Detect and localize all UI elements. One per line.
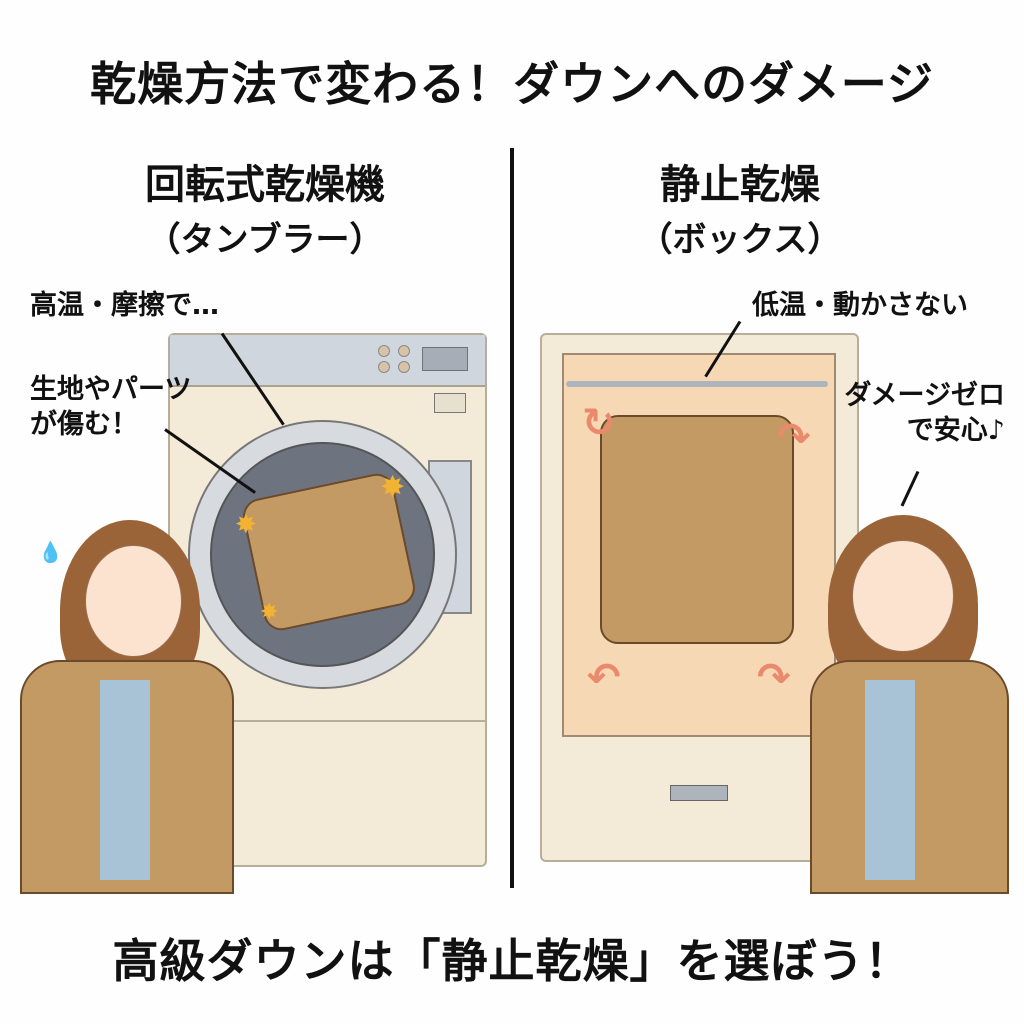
display-panel bbox=[422, 347, 468, 371]
spark-icon: ✸ bbox=[235, 510, 257, 540]
drawer-handle bbox=[670, 785, 728, 801]
dial-icon bbox=[378, 361, 390, 373]
face bbox=[852, 540, 954, 652]
left-callout-damage: 生地やパーツ が傷む！ bbox=[30, 372, 191, 442]
callout-pointer bbox=[900, 470, 920, 507]
callout-line: が傷む！ bbox=[30, 409, 138, 441]
drawer-line bbox=[170, 720, 485, 722]
airflow-arrow-icon: ↷ bbox=[777, 415, 811, 461]
callout-line: で安心♪ bbox=[906, 415, 1005, 447]
dial-icon bbox=[378, 345, 390, 357]
spark-icon: ✸ bbox=[380, 470, 406, 505]
airflow-arrow-icon: ↻ bbox=[582, 400, 616, 446]
left-callout-heat: 高温・摩擦で… bbox=[30, 290, 219, 321]
left-subheading: （タンブラー） bbox=[146, 220, 384, 260]
airflow-arrow-icon: ↶ bbox=[587, 655, 621, 701]
airflow-arrow-icon: ↷ bbox=[757, 655, 791, 701]
right-callout-gentle: 低温・動かさない bbox=[752, 290, 968, 321]
shirt bbox=[865, 680, 915, 880]
center-divider bbox=[510, 148, 514, 888]
right-callout-safe: ダメージゼロ で安心♪ bbox=[805, 378, 1005, 448]
shirt bbox=[100, 680, 150, 880]
callout-line: 生地やパーツ bbox=[30, 374, 192, 405]
callout-line: ダメージゼロ bbox=[844, 380, 1005, 411]
hanger-rod bbox=[566, 381, 828, 387]
sweat-drop-icon: 💧 bbox=[38, 540, 63, 564]
spark-icon: ✸ bbox=[260, 600, 279, 625]
page-title: 乾燥方法で変わる！ダウンへのダメージ bbox=[90, 57, 934, 111]
left-heading: 回転式乾燥機 bbox=[145, 162, 385, 208]
right-subheading: （ボックス） bbox=[638, 220, 842, 260]
dial-icon bbox=[398, 361, 410, 373]
right-heading: 静止乾燥 bbox=[660, 162, 820, 208]
face bbox=[85, 545, 182, 657]
drying-cabinet-illustration: ↻ ↷ ↶ ↷ bbox=[540, 333, 859, 862]
dial-icon bbox=[398, 345, 410, 357]
detergent-slot bbox=[434, 393, 466, 413]
left-heading-block: 回転式乾燥機 （タンブラー） bbox=[100, 152, 430, 261]
right-heading-block: 静止乾燥 （ボックス） bbox=[590, 152, 890, 261]
footer-message: 高級ダウンは「静止乾燥」を選ぼう！ bbox=[112, 934, 912, 988]
hanging-jacket bbox=[600, 415, 794, 644]
